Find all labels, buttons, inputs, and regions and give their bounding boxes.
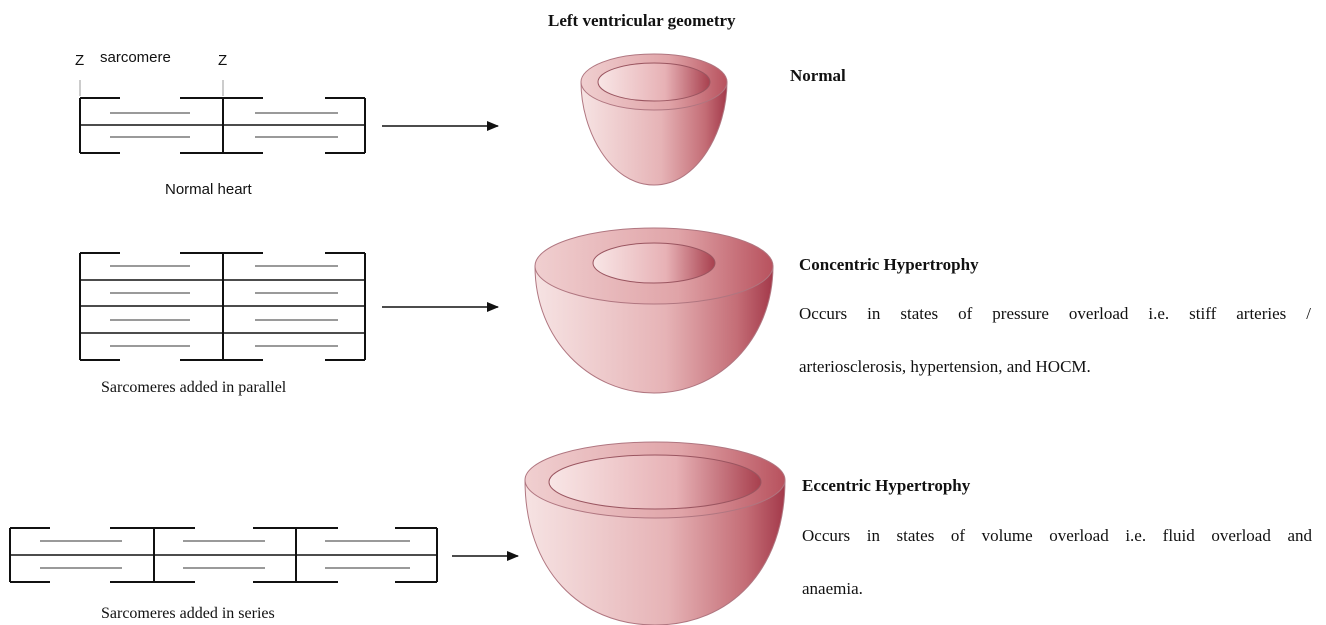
concentric-description-line1: Occurs in states of pressure overload i.… bbox=[799, 305, 1311, 322]
eccentric-heading: Eccentric Hypertrophy bbox=[802, 476, 970, 496]
sarcomere-label: sarcomere bbox=[100, 49, 171, 66]
normal-heart-caption: Normal heart bbox=[165, 181, 252, 198]
z-line-label-left: Z bbox=[75, 52, 84, 69]
eccentric-hypertrophy-ventricle-shape bbox=[525, 442, 785, 625]
parallel-caption: Sarcomeres added in parallel bbox=[101, 379, 286, 397]
concentric-hypertrophy-ventricle-shape bbox=[535, 228, 773, 393]
normal-heading: Normal bbox=[790, 66, 846, 86]
normal-ventricle-shape bbox=[581, 54, 727, 185]
z-line-label-right: Z bbox=[218, 52, 227, 69]
concentric-heading: Concentric Hypertrophy bbox=[799, 255, 979, 275]
normal-sarcomere-diagram bbox=[80, 80, 365, 153]
eccentric-description-line2: anaemia. bbox=[802, 580, 863, 597]
concentric-description-line2: arteriosclerosis, hypertension, and HOCM… bbox=[799, 358, 1091, 375]
series-caption: Sarcomeres added in series bbox=[101, 605, 275, 623]
series-sarcomere-diagram bbox=[10, 528, 437, 582]
diagram-title: Left ventricular geometry bbox=[548, 11, 736, 31]
parallel-sarcomere-diagram bbox=[80, 253, 365, 360]
eccentric-description-line1: Occurs in states of volume overload i.e.… bbox=[802, 527, 1312, 544]
